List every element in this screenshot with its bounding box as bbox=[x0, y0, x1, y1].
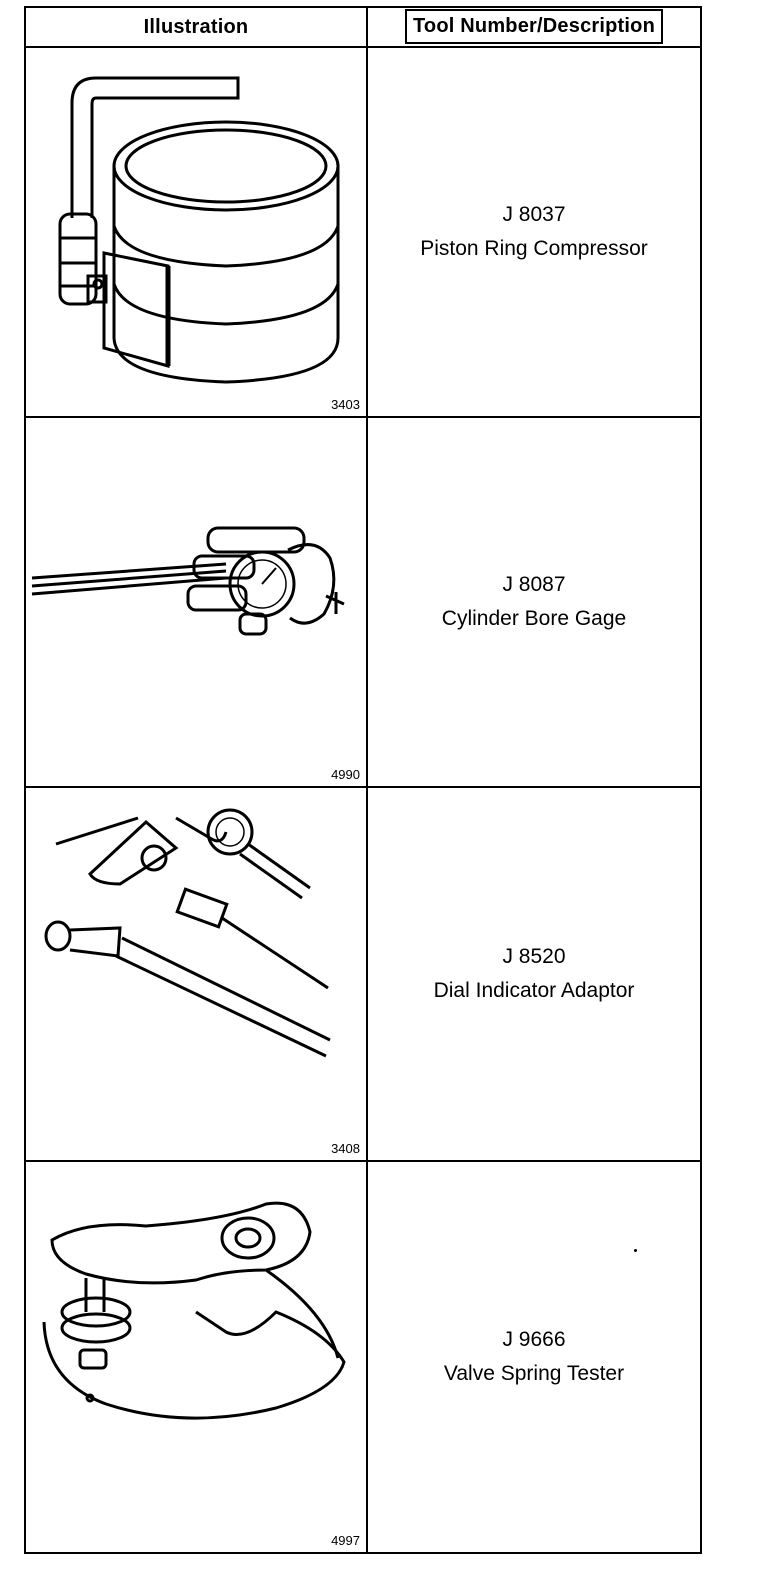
valve-spring-tester-illustration bbox=[42, 1201, 346, 1420]
tool-number: J 9666 bbox=[502, 1328, 566, 1351]
header-illustration-label: Illustration bbox=[143, 15, 249, 38]
description-cell: J 9666 Valve Spring Tester bbox=[368, 1162, 700, 1552]
figure-number: 3403 bbox=[331, 397, 360, 412]
table-row: 3408 J 8520 Dial Indicator Adaptor bbox=[26, 788, 700, 1162]
tool-table: Illustration Tool Number/Description bbox=[24, 6, 702, 1554]
table-row: 4997 J 9666 Valve Spring Tester bbox=[26, 1162, 700, 1552]
tool-number: J 8520 bbox=[502, 945, 566, 968]
figure-number: 3408 bbox=[331, 1141, 360, 1156]
illustration-cell: 4990 bbox=[26, 418, 368, 786]
header-tool-label: Tool Number/Description bbox=[404, 8, 664, 44]
tool-description: Valve Spring Tester bbox=[443, 1362, 625, 1385]
header-illustration: Illustration bbox=[26, 8, 368, 48]
illustration-cell: 3408 bbox=[26, 788, 368, 1160]
figure-number: 4997 bbox=[331, 1533, 360, 1548]
figure-number: 4990 bbox=[331, 767, 360, 782]
description-cell: J 8037 Piston Ring Compressor bbox=[368, 48, 700, 416]
tool-number: J 8037 bbox=[502, 203, 566, 226]
dial-indicator-adaptor-illustration bbox=[44, 808, 331, 1058]
table-row: 3403 J 8037 Piston Ring Compressor bbox=[26, 48, 700, 418]
tool-description: Cylinder Bore Gage bbox=[441, 607, 627, 630]
description-cell: J 8087 Cylinder Bore Gage bbox=[368, 418, 700, 786]
illustration-cell: 4997 bbox=[26, 1162, 368, 1552]
piston-ring-compressor-illustration bbox=[58, 76, 340, 384]
tool-number: J 8087 bbox=[502, 573, 566, 596]
header-tool-description: Tool Number/Description bbox=[368, 8, 700, 48]
cylinder-bore-gage-illustration bbox=[31, 526, 345, 636]
speck-mark bbox=[634, 1249, 637, 1252]
tool-description: Piston Ring Compressor bbox=[420, 237, 648, 260]
illustration-cell: 3403 bbox=[26, 48, 368, 416]
description-cell: J 8520 Dial Indicator Adaptor bbox=[368, 788, 700, 1160]
table-row: 4990 J 8087 Cylinder Bore Gage bbox=[26, 418, 700, 788]
tool-description: Dial Indicator Adaptor bbox=[433, 979, 635, 1002]
